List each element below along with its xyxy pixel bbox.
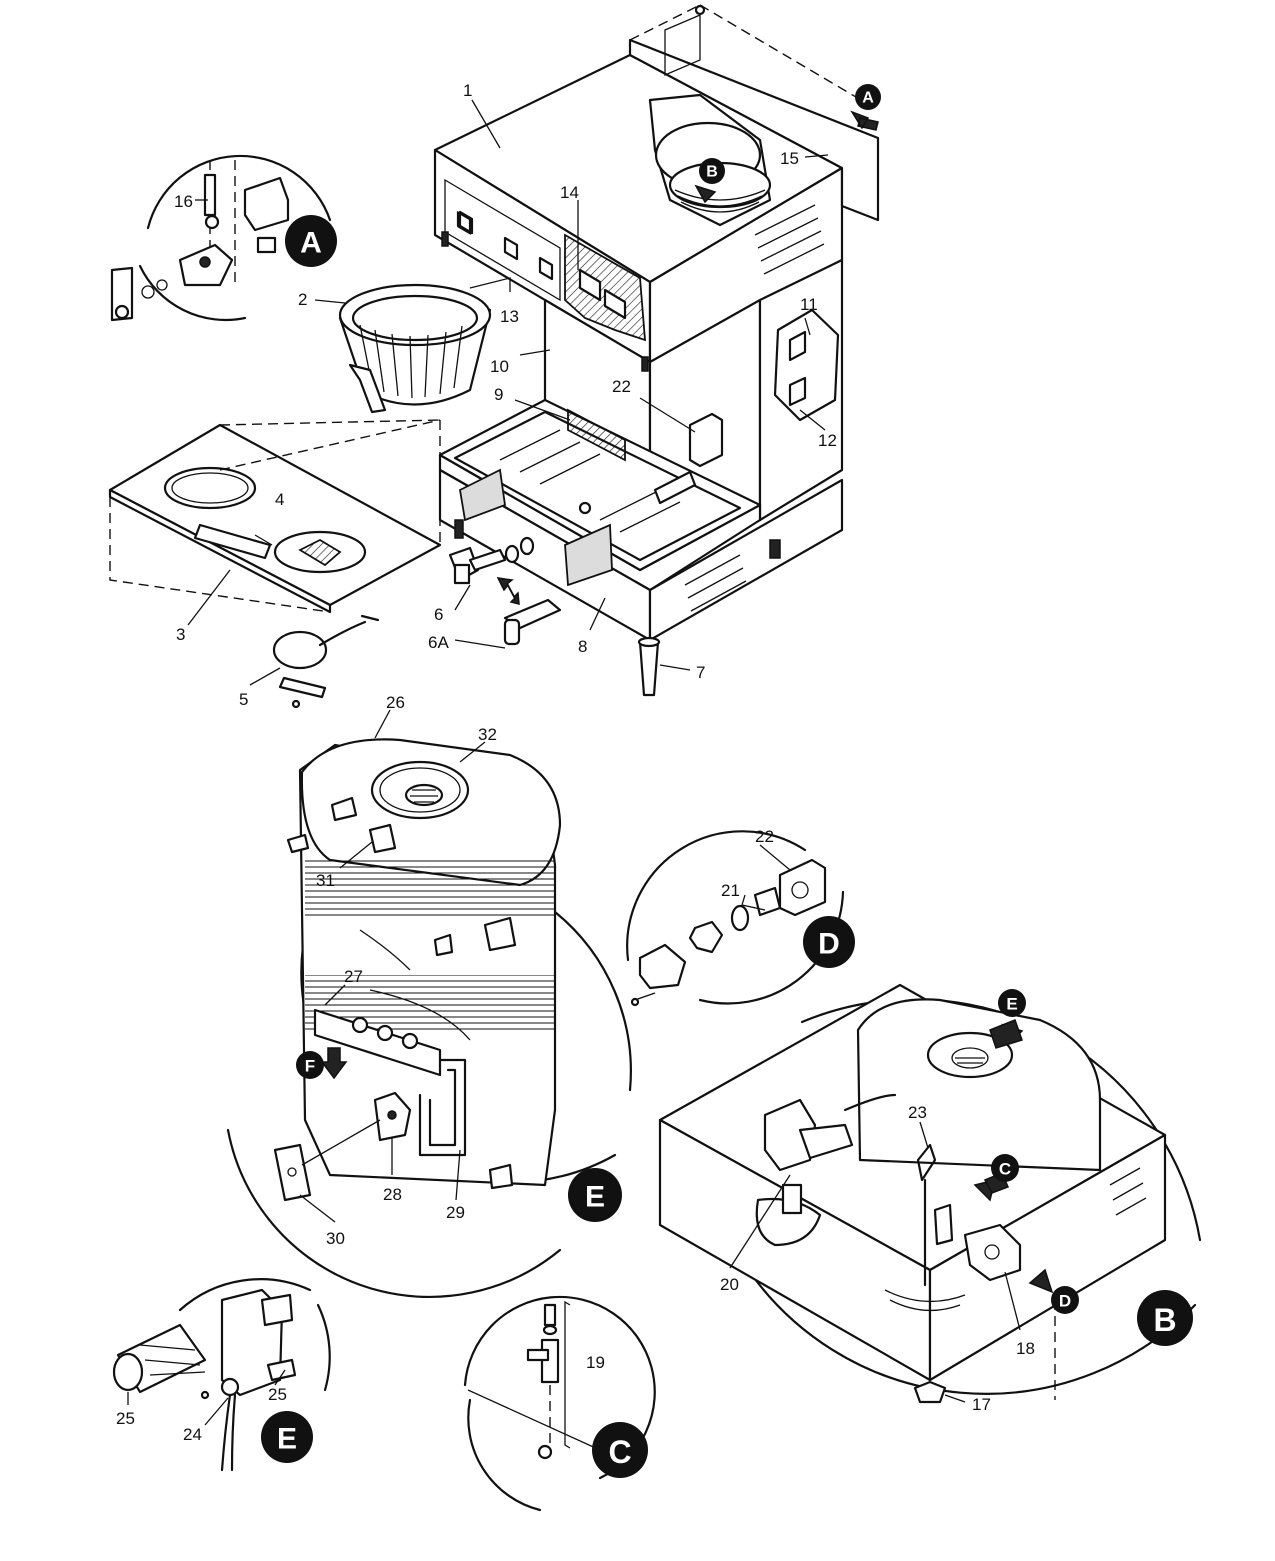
part-label-14: 14: [560, 183, 579, 202]
detail-b: [658, 983, 1202, 1404]
part-label-28: 28: [383, 1185, 402, 1204]
part-label-13: 13: [500, 307, 519, 326]
svg-text:C: C: [999, 1160, 1011, 1179]
detail-e-small: [112, 1278, 331, 1472]
svg-text:A: A: [862, 90, 874, 107]
callout-b-detail: B: [1137, 1290, 1193, 1346]
part-label-2: 2: [298, 290, 307, 309]
callout-e-small: E: [261, 1411, 313, 1463]
svg-text:D: D: [818, 928, 840, 961]
svg-text:F: F: [305, 1057, 315, 1076]
part-label-31: 31: [316, 871, 335, 890]
part-label-15: 15: [780, 149, 799, 168]
part-label-7: 7: [696, 663, 705, 682]
part-labels: 1 2 3 4 5 6 6A 7 8 9 10 11 12 13 14 15 1…: [116, 81, 1035, 1444]
detail-a: [110, 154, 332, 322]
part-label-17: 17: [972, 1395, 991, 1414]
svg-text:D: D: [1059, 1292, 1071, 1311]
part-label-22-base: 22: [612, 377, 631, 396]
part-label-23: 23: [908, 1103, 927, 1122]
part-label-24: 24: [183, 1425, 202, 1444]
part-label-4: 4: [275, 490, 284, 509]
brew-funnel: [338, 283, 492, 414]
part-label-20: 20: [720, 1275, 739, 1294]
svg-text:E: E: [1006, 995, 1017, 1014]
part-label-8: 8: [578, 637, 587, 656]
part-label-3: 3: [176, 625, 185, 644]
svg-text:B: B: [1153, 1302, 1176, 1338]
callout-b-main: B: [694, 158, 725, 204]
part-label-26: 26: [386, 693, 405, 712]
part-label-25-element: 25: [116, 1409, 135, 1428]
part-label-32: 32: [478, 725, 497, 744]
callout-d-main: D: [1051, 1286, 1079, 1314]
part-label-22-detail: 22: [755, 827, 774, 846]
callout-c-detail: C: [592, 1422, 648, 1478]
callout-badges: A B A D E C D B: [261, 84, 1193, 1478]
brewer-body: [433, 4, 880, 697]
callout-d-detail: D: [803, 916, 855, 968]
callout-a-main: A: [850, 84, 881, 131]
part-label-27: 27: [344, 967, 363, 986]
svg-text:B: B: [706, 164, 718, 181]
svg-text:E: E: [277, 1423, 297, 1456]
part-label-12: 12: [818, 431, 837, 450]
part-label-29: 29: [446, 1203, 465, 1222]
callout-a-detail: A: [285, 215, 337, 267]
part-label-16: 16: [174, 192, 193, 211]
warmer-deck: [108, 419, 442, 614]
part-label-6: 6: [434, 605, 443, 624]
part-label-1: 1: [463, 81, 472, 100]
warmer-element: [272, 614, 380, 709]
heating-tank-assembly: [226, 738, 632, 1299]
svg-text:C: C: [608, 1434, 631, 1470]
callout-e-main: E: [998, 989, 1026, 1017]
detail-c: [463, 1295, 656, 1512]
part-label-9: 9: [494, 385, 503, 404]
part-label-11: 11: [800, 295, 818, 314]
part-label-21: 21: [721, 881, 740, 900]
callout-c-main: C: [991, 1154, 1019, 1182]
callout-f: F: [296, 1051, 324, 1079]
part-label-10: 10: [490, 357, 509, 376]
part-label-6a: 6A: [428, 633, 449, 652]
part-label-19: 19: [586, 1353, 605, 1372]
part-label-30: 30: [326, 1229, 345, 1248]
detail-d: [626, 830, 845, 1007]
svg-text:A: A: [300, 227, 322, 260]
leader-lines: [127, 99, 1021, 1449]
part-label-25-bracket: 25: [268, 1385, 287, 1404]
svg-text:E: E: [585, 1181, 605, 1214]
part-label-5: 5: [239, 690, 248, 709]
callout-e-tank: E: [568, 1168, 622, 1222]
f-arrow: [320, 1047, 348, 1080]
part-label-18: 18: [1016, 1339, 1035, 1358]
